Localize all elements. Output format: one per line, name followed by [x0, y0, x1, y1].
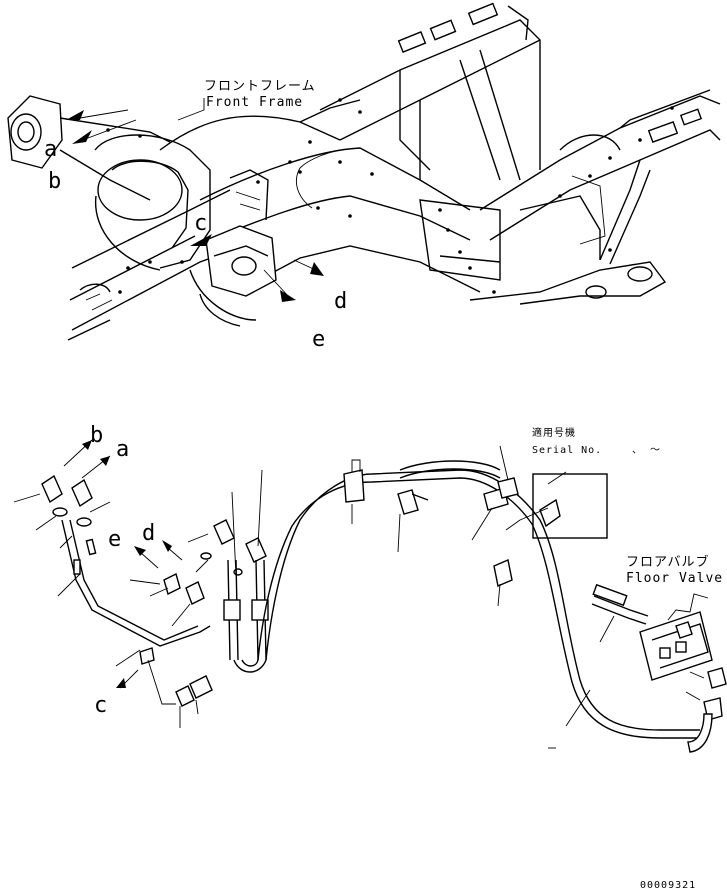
callout-top-e: e: [312, 327, 325, 352]
callout-bot-c: c: [94, 693, 107, 718]
callout-bot-d: d: [142, 521, 155, 546]
serial-label-en: Serial No.: [532, 445, 602, 456]
callout-top-b: b: [48, 169, 61, 194]
callout-top-d: d: [334, 289, 347, 314]
part-code: 00009321: [640, 880, 696, 891]
serial-range-marks: 、 ～: [632, 445, 661, 456]
front-frame-label-jp: フロントフレーム: [204, 79, 316, 94]
callout-bot-b: b: [90, 423, 103, 448]
floor-valve-label-jp: フロアバルブ: [626, 554, 709, 570]
front-frame-label-en: Front Frame: [206, 95, 303, 110]
hose-assembly-drawing: [13, 439, 727, 753]
front-frame-drawing: [7, 2, 721, 341]
callout-top-c: c: [194, 211, 207, 236]
floor-valve-label-en: Floor Valve: [626, 571, 723, 586]
callout-bot-a: a: [116, 437, 129, 462]
callout-top-a: a: [44, 137, 57, 162]
callout-bot-e: e: [108, 527, 121, 552]
serial-label-jp: 適用号機: [532, 426, 576, 439]
